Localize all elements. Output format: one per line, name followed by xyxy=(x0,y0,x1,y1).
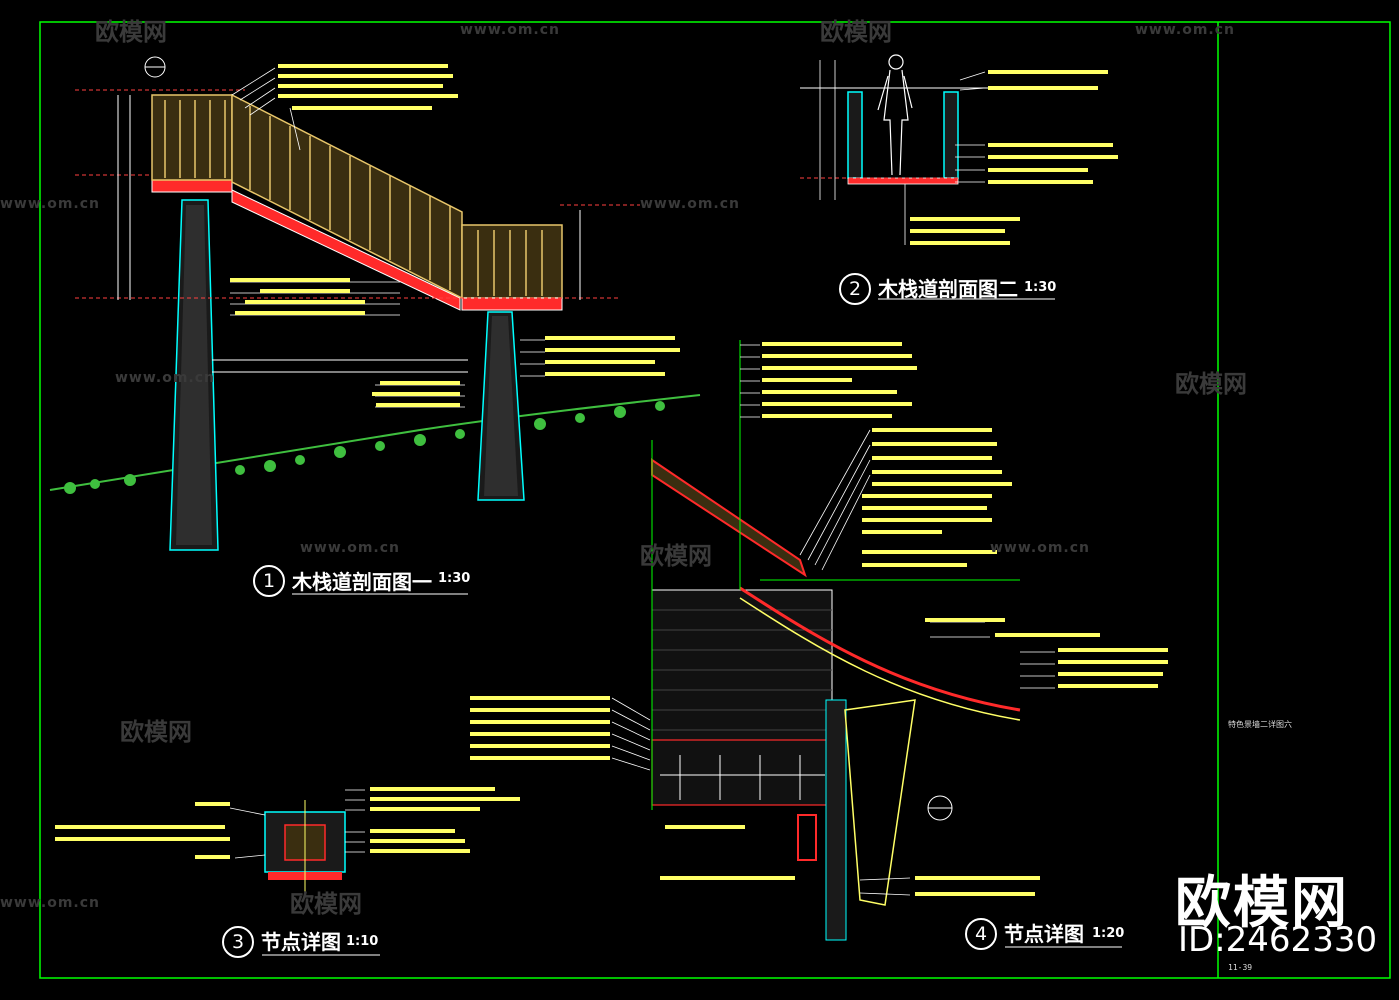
watermark-site: www.om.cn xyxy=(990,540,1091,556)
section-1-drawing xyxy=(49,64,701,551)
watermark-site: www.om.cn xyxy=(640,196,741,212)
watermark-brand: 欧模网 xyxy=(95,18,167,46)
watermark-site: www.om.cn xyxy=(115,370,216,386)
drawing-3-scale: 1:10 xyxy=(346,934,379,949)
section-4-drawing xyxy=(470,340,1168,941)
sheet-title: 特色景墙二详图六 xyxy=(1228,720,1292,729)
drawing-4-title: 节点详图 xyxy=(1004,922,1084,946)
drawing-3-title: 节点详图 xyxy=(261,930,341,954)
watermark-site: www.om.cn xyxy=(460,22,561,38)
watermark-id: ID:2462330 xyxy=(1178,920,1378,960)
human-scale-figure xyxy=(877,54,913,176)
drawing-1-title: 木栈道剖面图一 xyxy=(292,570,432,594)
watermark-site: www.om.cn xyxy=(1135,22,1236,38)
watermark-site: www.om.cn xyxy=(0,895,101,911)
drawing-2-title: 木栈道剖面图二 xyxy=(878,277,1018,301)
watermark-brand: 欧模网 xyxy=(640,542,712,570)
drawing-2-scale: 1:30 xyxy=(1024,280,1057,295)
vegetation xyxy=(64,401,665,494)
watermark-site: www.om.cn xyxy=(300,540,401,556)
watermark-brand: 欧模网 xyxy=(120,718,192,746)
watermark-logo-text: 欧模网 xyxy=(1175,871,1349,936)
watermark-site: www.om.cn xyxy=(0,196,101,212)
watermark-brand: 欧模网 xyxy=(820,18,892,46)
drawing-1-number: 1 xyxy=(253,565,285,597)
drawing-4-number: 4 xyxy=(965,918,997,950)
section-2-drawing xyxy=(800,54,1118,245)
section-3-drawing xyxy=(55,787,520,895)
watermark-brand: 欧模网 xyxy=(1175,370,1247,398)
drawing-2-number: 2 xyxy=(839,273,871,305)
watermark-brand: 欧模网 xyxy=(290,890,362,918)
drawing-3-number: 3 xyxy=(222,926,254,958)
drawing-1-scale: 1:30 xyxy=(438,571,471,586)
sheet-border xyxy=(39,21,1391,979)
drawing-4-scale: 1:20 xyxy=(1092,926,1125,941)
sheet-number: 11-39 xyxy=(1228,963,1253,972)
